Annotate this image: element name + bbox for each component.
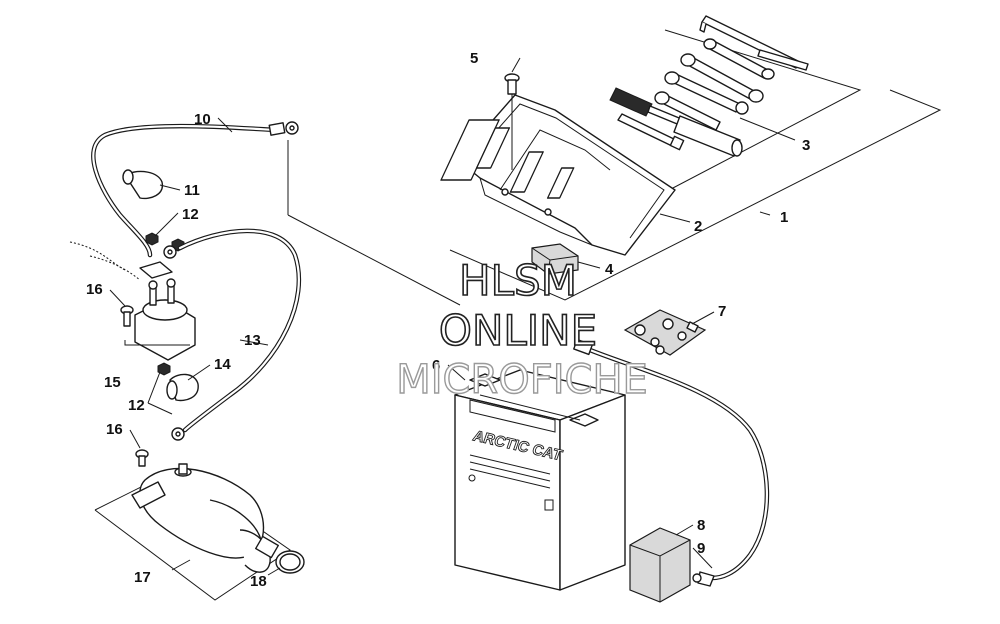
starter-motor xyxy=(94,463,291,601)
watermark-line-1: HLSM xyxy=(459,256,577,305)
callout-3: 3 xyxy=(802,137,810,154)
o-ring xyxy=(275,550,305,574)
starter-cable xyxy=(163,228,301,441)
callout-9: 9 xyxy=(697,540,705,557)
watermark: HLSM ONLINE MICROFICHE xyxy=(395,255,648,404)
terminal-kit xyxy=(623,309,707,356)
callout-10: 10 xyxy=(194,111,211,128)
callout-14: 14 xyxy=(214,356,231,373)
battery-tray xyxy=(440,94,676,256)
callout-5: 5 xyxy=(470,50,478,67)
watermark-line-3: MICROFICHE xyxy=(396,357,648,403)
callout-17: 17 xyxy=(134,569,151,586)
tool-kit xyxy=(609,15,862,201)
callout-labels: 1 2 3 4 5 6 7 8 9 10 11 12 12 13 14 15 1… xyxy=(86,50,810,590)
terminal-boot xyxy=(122,169,164,200)
callout-12-lower: 12 xyxy=(128,397,145,414)
foam-pad-large xyxy=(629,527,691,603)
callout-15: 15 xyxy=(104,374,121,391)
callout-6: 6 xyxy=(432,357,440,374)
callout-16-lower: 16 xyxy=(106,421,123,438)
callout-2: 2 xyxy=(694,218,702,235)
solenoid-screw xyxy=(120,305,134,327)
callout-11: 11 xyxy=(184,182,200,199)
ground-cable xyxy=(91,121,461,306)
callout-18: 18 xyxy=(250,573,267,590)
starter-boot xyxy=(166,373,199,402)
watermark-line-2: ONLINE xyxy=(439,306,597,355)
callout-4: 4 xyxy=(605,261,614,278)
callout-13: 13 xyxy=(244,332,261,349)
positive-cable xyxy=(573,338,770,587)
nut-lower xyxy=(157,362,171,376)
callout-7: 7 xyxy=(718,303,726,320)
assembly-bracket xyxy=(449,89,942,301)
starter-screw xyxy=(135,449,149,467)
callout-8: 8 xyxy=(697,517,705,534)
foam-pad-small xyxy=(531,243,579,275)
tray-screw xyxy=(504,73,520,170)
starter-solenoid xyxy=(69,241,196,361)
callout-1: 1 xyxy=(780,209,788,226)
callout-12-upper: 12 xyxy=(182,206,199,223)
leader-lines xyxy=(109,57,796,576)
callout-16-upper: 16 xyxy=(86,281,103,298)
battery: ARCTIC CAT xyxy=(454,369,626,591)
